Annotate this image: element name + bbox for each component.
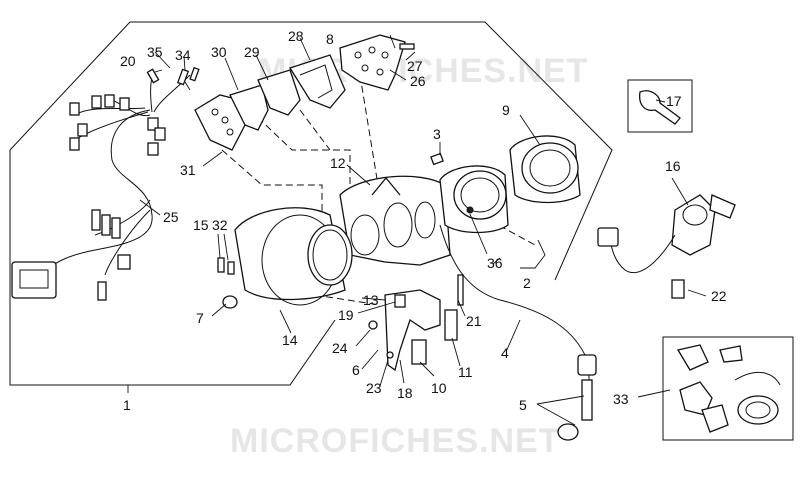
leader-lines	[127, 34, 707, 426]
indicator-lens	[339, 34, 415, 91]
callout-31: 31	[180, 162, 196, 178]
key-box	[627, 79, 693, 133]
callout-35: 35	[147, 44, 163, 60]
callout-24: 24	[332, 340, 348, 356]
callout-7: 7	[196, 310, 204, 326]
small-fasteners	[217, 257, 238, 309]
small-connectors	[146, 66, 200, 86]
callout-26: 26	[410, 73, 426, 89]
callout-22: 22	[711, 288, 727, 304]
callout-32: 32	[212, 217, 228, 233]
watermark-bottom: MICROFICHES.NET	[230, 422, 560, 460]
callout-8: 8	[326, 31, 334, 47]
callout-6: 6	[352, 362, 360, 378]
lock-set-parts	[676, 344, 781, 433]
callout-12: 12	[330, 155, 346, 171]
callout-4: 4	[501, 345, 509, 361]
callout-36: 36	[487, 255, 503, 271]
lock-set-box	[662, 336, 794, 441]
ignition-switch	[597, 194, 736, 299]
callout-18: 18	[397, 385, 413, 401]
callout-30: 30	[211, 44, 227, 60]
callout-9: 9	[502, 102, 510, 118]
callout-20: 20	[120, 53, 136, 69]
instrument-housing	[234, 207, 353, 306]
callout-21: 21	[466, 313, 482, 329]
gauges	[439, 135, 581, 234]
callout-23: 23	[366, 380, 382, 396]
callout-10: 10	[431, 380, 447, 396]
support-brackets	[368, 274, 464, 372]
callout-16: 16	[665, 158, 681, 174]
callout-5: 5	[519, 397, 527, 413]
callout-14: 14	[282, 332, 298, 348]
callout-15: 15	[193, 217, 209, 233]
callout-2: 2	[523, 275, 531, 291]
callout-11: 11	[458, 364, 473, 380]
callout-25: 25	[163, 209, 179, 225]
wiring-harness	[11, 74, 191, 301]
callout-28: 28	[288, 28, 304, 44]
callout-13: 13	[363, 292, 379, 308]
callout-27: 27	[407, 58, 423, 74]
instrument-panel	[339, 175, 451, 266]
bulb-holder-brackets	[194, 54, 346, 151]
callout-3: 3	[433, 126, 441, 142]
callout-29: 29	[244, 44, 260, 60]
callout-19: 19	[338, 307, 354, 323]
callout-33: 33	[613, 391, 629, 407]
screw-3	[430, 152, 444, 166]
callout-34: 34	[175, 47, 191, 63]
group-outline	[9, 21, 613, 386]
callouts: 1 2 4 5 6 7 8 9 10 11 12 13 14 15 16 17 …	[120, 28, 727, 413]
callout-17: 17	[666, 93, 682, 109]
callout-1: 1	[123, 397, 131, 413]
